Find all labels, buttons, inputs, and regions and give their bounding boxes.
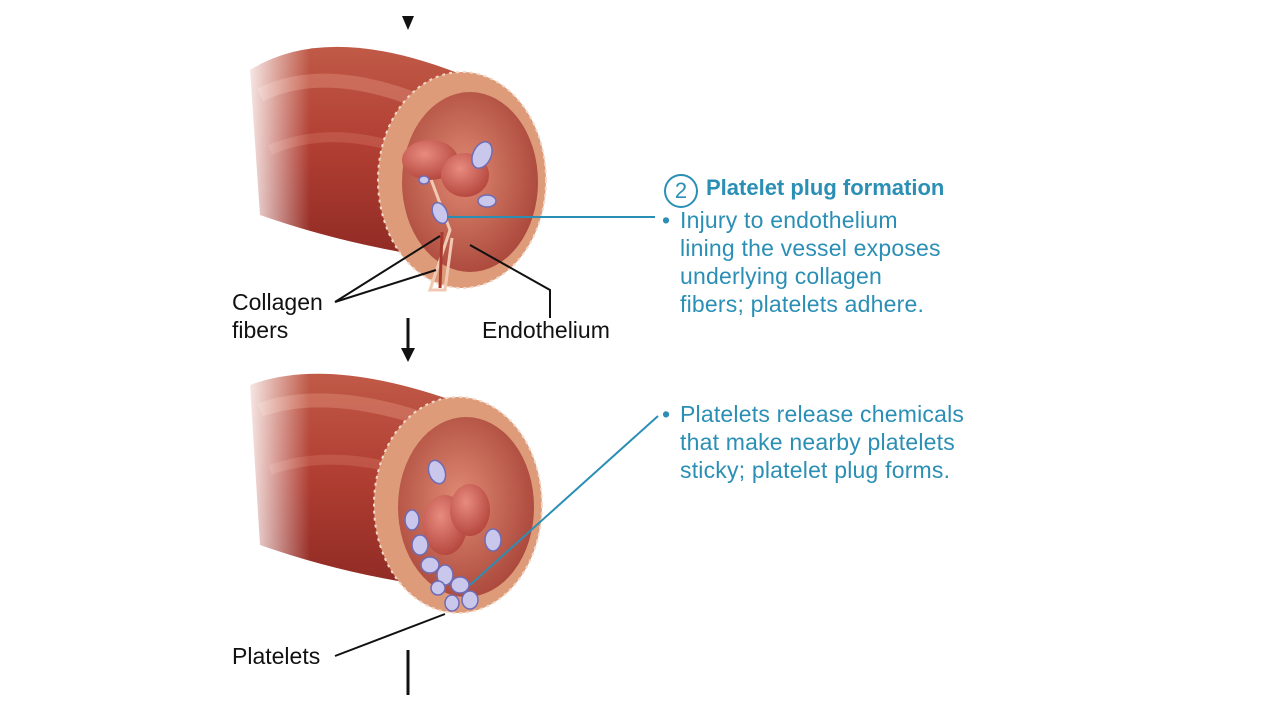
platelet-cluster-top bbox=[418, 141, 497, 225]
leader-lines bbox=[334, 216, 659, 657]
bullet-2: • Platelets release chemicals that make n… bbox=[662, 400, 964, 484]
vessel-top bbox=[240, 40, 547, 292]
arrow-top-icon bbox=[402, 16, 414, 30]
label-collagen-line1: Collagen bbox=[232, 289, 323, 315]
bullet-2-line3: sticky; platelet plug forms. bbox=[680, 457, 951, 483]
bullet-dot-icon: • bbox=[662, 401, 671, 427]
bullet-2-line1: Platelets release chemicals bbox=[680, 401, 965, 427]
bullet-1-line2: lining the vessel exposes bbox=[680, 235, 941, 261]
bullet-1: • Injury to endothelium lining the vessel… bbox=[662, 206, 941, 318]
bullet-dot-icon: • bbox=[662, 207, 671, 233]
vessel-bottom bbox=[240, 360, 543, 614]
step-title: Platelet plug formation bbox=[706, 175, 945, 201]
bullet-1-line1: Injury to endothelium bbox=[680, 207, 898, 233]
bullet-2-line2: that make nearby platelets bbox=[680, 429, 955, 455]
bullet-1-line4: fibers; platelets adhere. bbox=[680, 291, 925, 317]
platelet-plug-bottom bbox=[404, 459, 502, 612]
flow-arrows bbox=[401, 16, 415, 695]
bullet-1-line3: underlying collagen bbox=[680, 263, 882, 289]
step-heading: 2 Platelet plug formation bbox=[664, 174, 944, 208]
label-endothelium: Endothelium bbox=[482, 317, 610, 343]
label-platelets: Platelets bbox=[232, 643, 321, 669]
label-collagen-line2: fibers bbox=[232, 317, 289, 343]
label-collagen-fibers: Collagen fibers bbox=[232, 288, 323, 344]
arrow-middle-icon bbox=[401, 348, 415, 362]
step-number-badge: 2 bbox=[664, 174, 698, 208]
